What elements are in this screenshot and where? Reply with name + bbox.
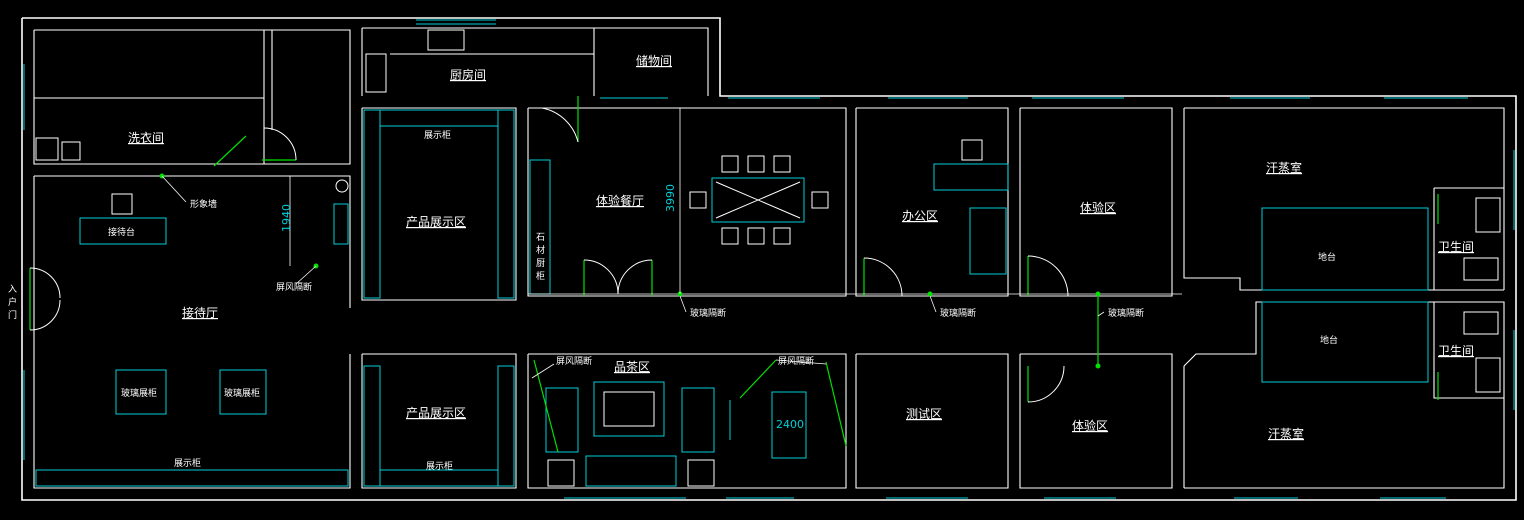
label-entrance-3: 门 (8, 309, 17, 321)
label-image-wall: 形象墙 (190, 198, 217, 210)
dimension-1940: 1940 (280, 204, 293, 232)
dimension-2400: 2400 (776, 418, 804, 431)
room-experience-top: 体验区 (1080, 200, 1116, 215)
label-entrance-2: 户 (8, 296, 17, 308)
room-product-display-top: 产品展示区 (406, 215, 466, 229)
dimension-labels: 1940 3990 2400 (280, 184, 804, 431)
label-display-cabinet-bottom: 展示柜 (426, 460, 453, 472)
label-glass-cabinet-1: 玻璃展柜 (121, 387, 157, 399)
label-stone-cabinet-2: 材 (536, 244, 545, 256)
furniture (35, 29, 1501, 487)
room-labels: 洗衣间 厨房间 储物间 体验餐厅 办公区 体验区 汗蒸室 卫生间 卫生间 接待厅… (128, 53, 1474, 441)
room-office: 办公区 (902, 208, 938, 223)
glass-partitions (159, 173, 1182, 379)
room-bathroom-top: 卫生间 (1438, 240, 1474, 254)
room-sauna-bottom: 汗蒸室 (1268, 426, 1304, 441)
room-test-area: 测试区 (906, 406, 942, 421)
label-screen-partition-left: 屏风隔断 (276, 281, 312, 293)
room-product-display-bottom: 产品展示区 (406, 406, 466, 420)
label-glass-partition-3: 玻璃隔断 (1108, 307, 1144, 319)
windows (23, 19, 1515, 499)
label-display-cabinet-reception: 展示柜 (174, 457, 201, 469)
room-bathroom-bottom: 卫生间 (1438, 344, 1474, 358)
room-sauna-top: 汗蒸室 (1266, 160, 1302, 175)
label-glass-partition-1: 玻璃隔断 (690, 307, 726, 319)
label-glass-partition-2: 玻璃隔断 (940, 307, 976, 319)
label-screen-partition-tea-right: 屏风隔断 (778, 355, 814, 367)
label-display-cabinet-top: 展示柜 (424, 129, 451, 141)
label-screen-partition-tea-left: 屏风隔断 (556, 355, 592, 367)
room-experience-bottom: 体验区 (1072, 418, 1108, 433)
outer-walls (21, 17, 1517, 501)
doors (29, 96, 1439, 453)
room-kitchen: 厨房间 (450, 67, 486, 82)
label-stone-cabinet-1: 石 (536, 233, 545, 243)
room-tasting-dining: 体验餐厅 (596, 193, 644, 208)
room-reception-hall: 接待厅 (182, 305, 218, 320)
label-platform-bottom: 地台 (1320, 334, 1338, 346)
label-reception-desk: 接待台 (108, 226, 135, 238)
annotation-labels: 接待台 形象墙 屏风隔断 入 户 门 展示柜 展示柜 展示柜 玻璃展柜 玻璃展柜… (8, 129, 1338, 472)
label-stone-cabinet-4: 柜 (536, 270, 545, 282)
display-cabinets (35, 109, 551, 487)
dimension-lines (289, 108, 681, 294)
room-tea-area: 品茶区 (614, 359, 650, 374)
label-stone-cabinet-3: 厨 (536, 258, 545, 269)
room-storage: 储物间 (636, 53, 672, 68)
label-entrance-1: 入 (8, 284, 17, 295)
label-platform-top: 地台 (1318, 251, 1336, 263)
dimension-3990: 3990 (664, 184, 677, 212)
label-glass-cabinet-2: 玻璃展柜 (224, 387, 260, 399)
room-laundry: 洗衣间 (128, 130, 164, 145)
